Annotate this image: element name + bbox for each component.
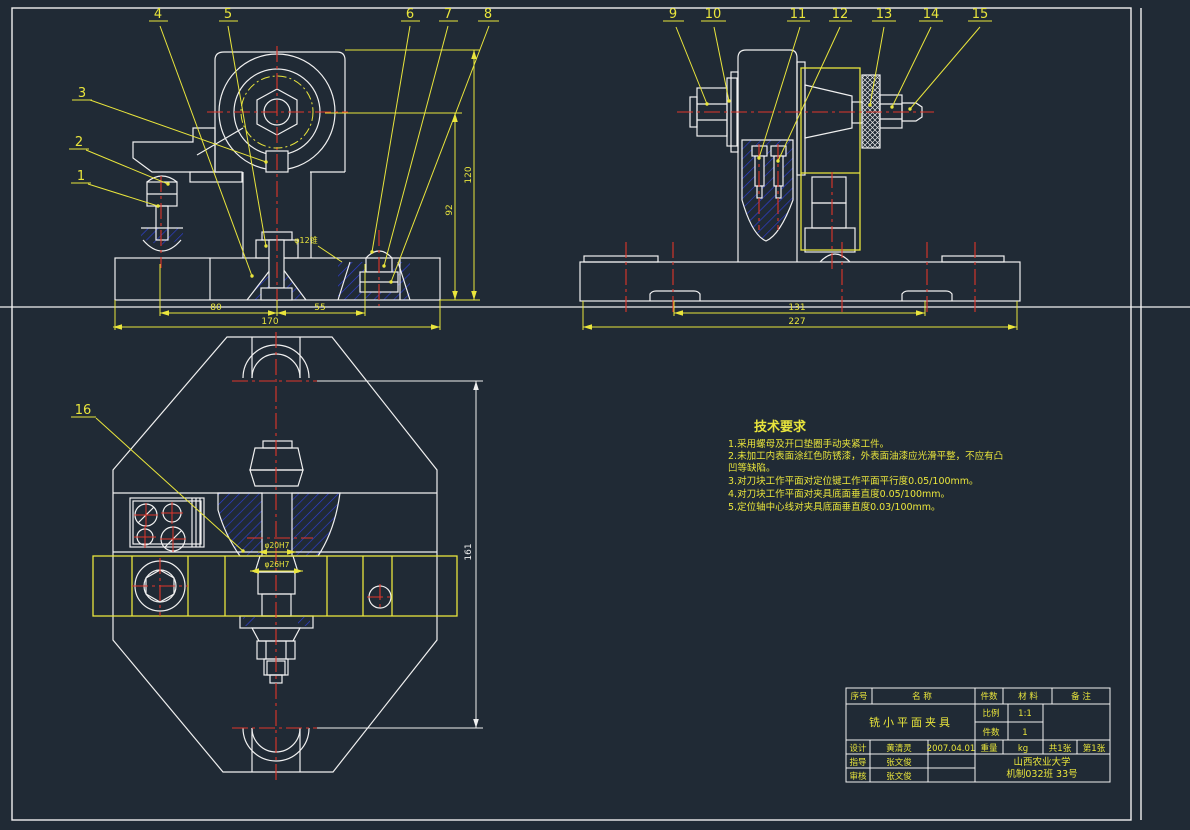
- callout-11: 11: [790, 7, 807, 22]
- tech-line-5: 5.定位轴中心线对夹具底面垂直度0.03/100mm。: [728, 501, 941, 513]
- tb-col-note: 备 注: [1071, 691, 1091, 702]
- callout-15: 15: [972, 7, 989, 22]
- callout-16: 16: [75, 403, 92, 418]
- tech-line-2: 2.未加工内表面涂红色防锈漆，外表面油漆应光滑平整，不应有凸: [728, 450, 1003, 462]
- title-block-grid: [845, 687, 1111, 783]
- callout-9: 9: [669, 7, 677, 22]
- plan-outline: [112, 336, 438, 773]
- front-view: [114, 46, 441, 306]
- tb-audit-label: 审核: [849, 771, 867, 782]
- tb-design-label: 设计: [849, 743, 867, 754]
- tech-line-4: 4.对刀块工作平面对夹具底面垂直度0.05/100mm。: [728, 488, 950, 500]
- plan-hole-crosses: [134, 502, 186, 552]
- plan-centerlines: [132, 332, 393, 782]
- tb-auditor: 张文俊: [886, 771, 912, 782]
- sheet-frame: [0, 7, 1190, 821]
- callout-5: 5: [224, 7, 232, 22]
- dimension-text: 80 55 170 92 120 131 227 161 φ12锥 φ20H7 …: [210, 166, 805, 569]
- side-view: [579, 49, 1021, 315]
- bolt-circle: [240, 75, 314, 149]
- dimensions: [113, 49, 1018, 574]
- callout-1: 1: [77, 169, 85, 184]
- tb-sheets-total: 共1张: [1049, 744, 1072, 754]
- callout-leaders: [69, 20, 992, 553]
- tb-scale-value: 1:1: [1018, 709, 1032, 719]
- tb-part-name: 铣小平面夹具: [869, 715, 953, 729]
- side-workpiece-phantom: [800, 67, 861, 251]
- tb-qty-label: 件数: [982, 727, 1000, 738]
- tb-col-mat: 材 料: [1018, 691, 1038, 702]
- tb-school: 山西农业大学: [1013, 756, 1070, 768]
- callout-2: 2: [75, 135, 83, 150]
- tech-line-2b: 凹等缺陷。: [728, 462, 776, 474]
- label-boss-fit: φ26H7: [265, 560, 290, 569]
- dim-170: 170: [261, 317, 278, 327]
- callout-numbers: 4 5 6 7 8 3 2 1 9 10 11 12 13 14 15 16: [75, 7, 989, 418]
- callout-4: 4: [154, 7, 162, 22]
- dim-227: 227: [788, 317, 805, 327]
- tb-scale-label: 比例: [982, 708, 999, 719]
- tech-title: 技术要求: [754, 419, 807, 435]
- callout-13: 13: [876, 7, 893, 22]
- plan-height-dim: [317, 380, 483, 729]
- front-centerlines: [160, 46, 380, 306]
- dim-55: 55: [314, 303, 325, 313]
- tech-requirements: 技术要求 1.采用螺母及开口垫圈手动夹紧工件。 2.未加工内表面涂红色防锈漆，外…: [728, 419, 1003, 513]
- callout-14: 14: [923, 7, 940, 22]
- tech-line-3: 3.对刀块工作平面对定位键工作平面平行度0.05/100mm。: [728, 475, 979, 487]
- tb-col-name: 名 称: [912, 691, 932, 702]
- callout-7: 7: [444, 7, 452, 22]
- callout-10: 10: [705, 7, 722, 22]
- plan-view: [92, 332, 458, 782]
- dim-92: 92: [445, 204, 455, 215]
- callout-12: 12: [832, 7, 849, 22]
- dim-120: 120: [464, 166, 474, 183]
- tech-line-1: 1.采用螺母及开口垫圈手动夹紧工件。: [728, 438, 889, 450]
- title-block: 序号 名 称 件数 材 料 备 注 铣小平面夹具 比例 1:1 件数 1 设计 …: [845, 687, 1111, 783]
- tb-col-no: 序号: [850, 691, 867, 702]
- tb-advisor: 张文俊: [886, 757, 912, 768]
- dim-161: 161: [464, 543, 474, 560]
- tb-col-qty: 件数: [980, 691, 998, 702]
- tb-class-no: 机制032班 33号: [1006, 768, 1077, 780]
- tb-weight-label: 重量: [980, 743, 998, 754]
- callout-8: 8: [484, 7, 492, 22]
- label-bore-fit: φ20H7: [265, 541, 290, 550]
- tb-designer: 黄清灵: [886, 743, 912, 754]
- title-block-text: 序号 名 称 件数 材 料 备 注 铣小平面夹具 比例 1:1 件数 1 设计 …: [849, 691, 1105, 782]
- tb-date: 2007.04.01: [927, 744, 976, 754]
- plan-hatch: [218, 493, 340, 626]
- dim-80: 80: [210, 303, 222, 313]
- tb-weight-unit: kg: [1018, 744, 1028, 754]
- side-outline: [579, 49, 1021, 302]
- dim-131: 131: [788, 303, 805, 313]
- label-taper-hole: φ12锥: [294, 235, 317, 245]
- tb-qty-value: 1: [1022, 728, 1027, 738]
- callout-3: 3: [78, 86, 86, 101]
- tb-sheet-no: 第1张: [1083, 743, 1106, 754]
- tb-advisor-label: 指导: [849, 757, 867, 768]
- callout-6: 6: [406, 7, 414, 22]
